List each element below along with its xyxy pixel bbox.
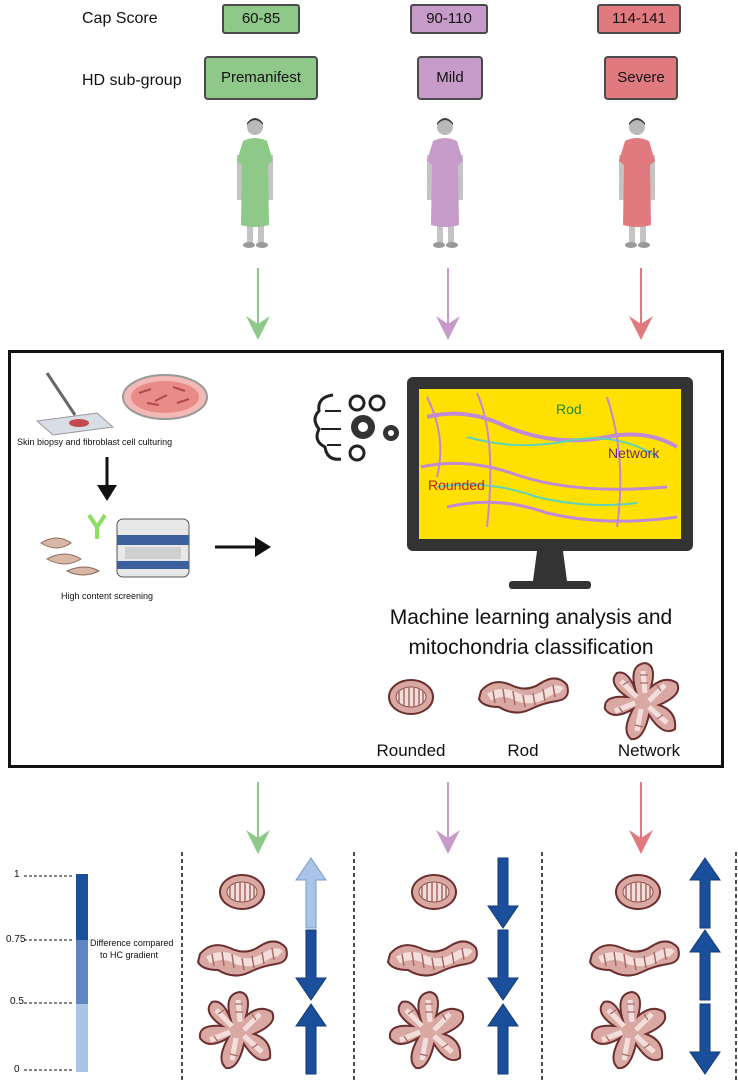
result-mild-rod-icon xyxy=(382,934,482,982)
skin-biopsy-illustration xyxy=(35,372,208,436)
arrow-premanifest-to-workflow xyxy=(246,268,270,340)
separator-1 xyxy=(181,852,183,1080)
arrow-down-severe-network xyxy=(689,1003,721,1075)
cap-score-row-label: Cap Score xyxy=(82,10,158,27)
screening-caption: High content screening xyxy=(61,591,154,601)
legend-tick-05: 0.5 xyxy=(10,996,24,1007)
result-mild-network-icon xyxy=(386,988,470,1072)
legend-caption-line1: Difference compared xyxy=(90,938,174,948)
subgroup-mild: Mild xyxy=(417,56,483,100)
cap-score-mild: 90-110 xyxy=(410,4,488,34)
biopsy-to-screening-arrow xyxy=(97,457,117,501)
result-mild-rounded-icon xyxy=(411,874,457,910)
legend-ticks-lines xyxy=(24,875,74,1071)
ml-title-line1: Machine learning analysis and xyxy=(389,606,673,629)
mito-rounded-icon xyxy=(388,679,434,715)
separator-4 xyxy=(735,852,737,1080)
separator-2 xyxy=(353,852,355,1080)
result-premanifest-rod-icon xyxy=(192,934,292,982)
biopsy-caption: Skin biopsy and fibroblast cell culturin… xyxy=(17,437,173,447)
subgroup-premanifest: Premanifest xyxy=(204,56,318,100)
cap-score-premanifest: 60-85 xyxy=(222,4,300,34)
morph-label-network: Network xyxy=(617,741,681,760)
high-content-screening-illustration xyxy=(40,513,190,578)
screen-label-rod: Rod xyxy=(556,401,582,417)
legend-tick-0: 0 xyxy=(14,1064,20,1075)
patient-premanifest-figure xyxy=(237,118,273,248)
arrow-mild-to-workflow xyxy=(436,268,460,340)
morph-label-rounded: Rounded xyxy=(376,741,446,760)
patient-mild-figure xyxy=(427,118,463,248)
arrow-down-mild-rod xyxy=(487,929,519,1001)
patient-severe-figure xyxy=(619,118,655,248)
ml-title-line2: mitochondria classification xyxy=(408,636,654,659)
legend-tick-1: 1 xyxy=(14,869,20,880)
arrow-severe-to-workflow xyxy=(629,268,653,340)
arrow-up-premanifest-network xyxy=(295,1003,327,1075)
mito-network-icon xyxy=(601,659,685,743)
separator-3 xyxy=(541,852,543,1080)
result-premanifest-rounded-icon xyxy=(219,874,265,910)
screen-label-rounded: Rounded xyxy=(428,477,485,493)
screening-to-ml-arrow xyxy=(215,537,271,557)
arrow-premanifest-to-results xyxy=(246,782,270,854)
arrow-up-severe-rod xyxy=(689,929,721,1001)
legend-caption-line2: to HC gradient xyxy=(100,950,159,960)
result-severe-rounded-icon xyxy=(615,874,661,910)
legend-gradient-bar xyxy=(76,874,88,1072)
mito-rod-icon xyxy=(473,671,573,719)
arrow-up-premanifest-rounded xyxy=(295,857,327,929)
arrow-up-severe-rounded xyxy=(689,857,721,929)
result-severe-rod-icon xyxy=(584,934,684,982)
hd-subgroup-row-label: HD sub-group xyxy=(82,72,182,89)
arrow-severe-to-results xyxy=(629,782,653,854)
arrow-up-mild-network xyxy=(487,1003,519,1075)
subgroup-severe: Severe xyxy=(604,56,678,100)
arrow-down-premanifest-rod xyxy=(295,929,327,1001)
workflow-panel: Skin biopsy and fibroblast cell culturin… xyxy=(8,350,724,768)
cap-score-severe: 114-141 xyxy=(597,4,681,34)
monitor-display xyxy=(407,377,693,589)
legend-tick-075: 0.75 xyxy=(6,934,26,945)
result-premanifest-network-icon xyxy=(196,988,280,1072)
morph-label-rod: Rod xyxy=(507,741,539,760)
screen-label-network: Network xyxy=(608,445,660,461)
arrow-down-mild-rounded xyxy=(487,857,519,929)
brain-gears-icon xyxy=(313,393,399,462)
result-severe-network-icon xyxy=(588,988,672,1072)
arrow-mild-to-results xyxy=(436,782,460,854)
